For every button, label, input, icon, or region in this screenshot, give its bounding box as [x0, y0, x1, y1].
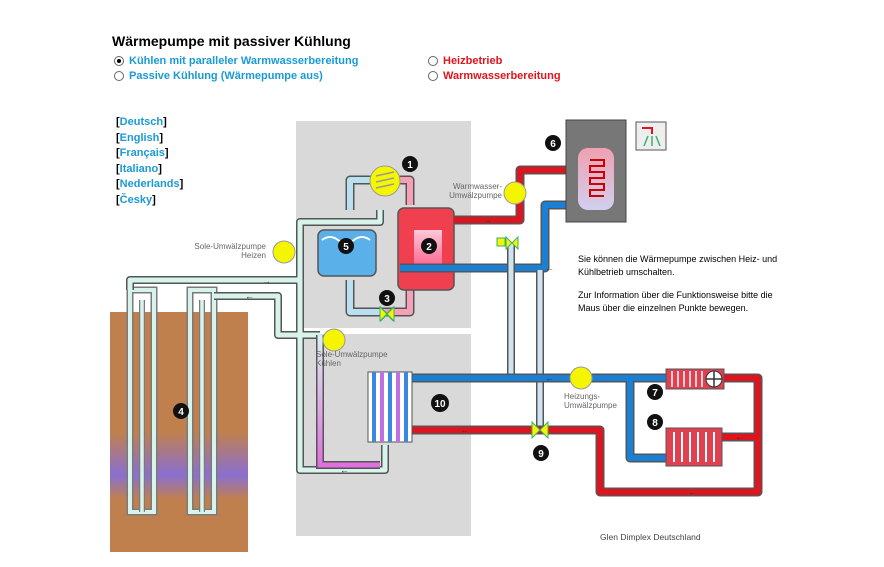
info-point-1[interactable]: 1: [402, 156, 418, 172]
svg-text:→: →: [483, 215, 492, 225]
svg-text:←: ←: [460, 425, 469, 435]
sole-heat-label: Heizen: [241, 251, 266, 260]
svg-text:1: 1: [407, 160, 413, 171]
svg-text:2: 2: [426, 242, 432, 253]
page-title: Wärmepumpe mit passiver Kühlung: [112, 33, 351, 49]
info-point-3[interactable]: 3: [379, 290, 395, 306]
info-point-5[interactable]: 5: [338, 238, 354, 254]
language-link-nederlands[interactable]: Nederlands: [119, 178, 180, 190]
language-link-deutsch[interactable]: Deutsch: [119, 116, 164, 128]
heat-pump-label: Umwälzpumpe: [564, 401, 617, 410]
svg-text:9: 9: [538, 449, 544, 460]
info-text: Sie können die Wärmepumpe zwischen Heiz-…: [578, 253, 788, 325]
mode-label: Heizbetrieb: [443, 55, 503, 67]
svg-text:←: ←: [688, 487, 697, 497]
radiator: [665, 427, 723, 467]
mode-option-heating[interactable]: Heizbetrieb: [428, 55, 502, 67]
svg-text:→: →: [262, 276, 271, 286]
info-point-10[interactable]: 10: [431, 394, 449, 412]
info-point-8[interactable]: 8: [647, 414, 663, 430]
language-link-francais[interactable]: Français: [119, 147, 165, 159]
sole-cool-label: Kühlen: [316, 359, 341, 368]
mode-option-passive-cooling[interactable]: Passive Kühlung (Wärmepumpe aus): [114, 70, 323, 82]
info-line-2: Zur Information über die Funktionsweise …: [578, 290, 773, 313]
sole-heat-label: Sole-Umwälzpumpe: [194, 242, 266, 251]
radio-icon[interactable]: [114, 71, 124, 81]
sole-pump-cooling[interactable]: [322, 328, 346, 352]
svg-text:5: 5: [343, 242, 349, 253]
svg-text:←: ←: [545, 263, 554, 273]
svg-text:6: 6: [550, 139, 556, 150]
mode-label: Kühlen mit paralleler Warmwasserbereitun…: [129, 55, 359, 67]
language-link-cesky[interactable]: Česky: [119, 193, 153, 206]
compressor[interactable]: [369, 165, 401, 197]
shower-icon: [635, 121, 667, 151]
language-link-italiano[interactable]: Italiano: [119, 162, 159, 175]
language-link-english[interactable]: English: [119, 131, 160, 144]
svg-text:←: ←: [545, 373, 554, 383]
three-way-valve[interactable]: [531, 420, 549, 440]
heat-pump-label: Heizungs-: [564, 392, 600, 401]
radio-icon[interactable]: [428, 71, 438, 81]
heating-pump[interactable]: [569, 366, 593, 390]
language-list: [Deutsch] [English] [Français] [Italiano…: [116, 116, 184, 206]
svg-text:8: 8: [652, 418, 658, 429]
info-point-4[interactable]: 4: [173, 403, 189, 419]
hot-water-pump[interactable]: [503, 181, 527, 205]
diverter-valve[interactable]: [505, 235, 519, 251]
mode-option-cooling-dhw[interactable]: Kühlen mit paralleler Warmwasserbereitun…: [114, 55, 358, 67]
mode-option-dhw[interactable]: Warmwasserbereitung: [428, 70, 561, 82]
svg-text:4: 4: [178, 407, 184, 418]
svg-text:3: 3: [384, 294, 390, 305]
mode-label: Passive Kühlung (Wärmepumpe aus): [129, 70, 323, 82]
ww-pump-label: Warmwasser-: [453, 182, 502, 191]
svg-text:←: ←: [340, 465, 349, 475]
info-point-9[interactable]: 9: [533, 445, 549, 461]
ww-pump-label: Umwälzpumpe: [449, 191, 502, 200]
info-line-1: Sie können die Wärmepumpe zwischen Heiz-…: [578, 254, 778, 277]
sole-pump-heating[interactable]: [272, 240, 296, 264]
radio-selected-icon[interactable]: [114, 56, 124, 66]
credit-text: Glen Dimplex Deutschland: [600, 532, 701, 542]
info-point-6[interactable]: 6: [545, 135, 561, 151]
svg-text:7: 7: [652, 388, 658, 399]
svg-text:←: ←: [245, 291, 254, 301]
info-point-2[interactable]: 2: [421, 238, 437, 254]
sole-cool-label: Sole-Umwälzpumpe: [316, 350, 388, 359]
radio-icon[interactable]: [428, 56, 438, 66]
info-point-7[interactable]: 7: [647, 384, 663, 400]
svg-text:10: 10: [434, 399, 446, 410]
mode-label: Warmwasserbereitung: [443, 70, 561, 82]
svg-text:←: ←: [735, 432, 744, 442]
